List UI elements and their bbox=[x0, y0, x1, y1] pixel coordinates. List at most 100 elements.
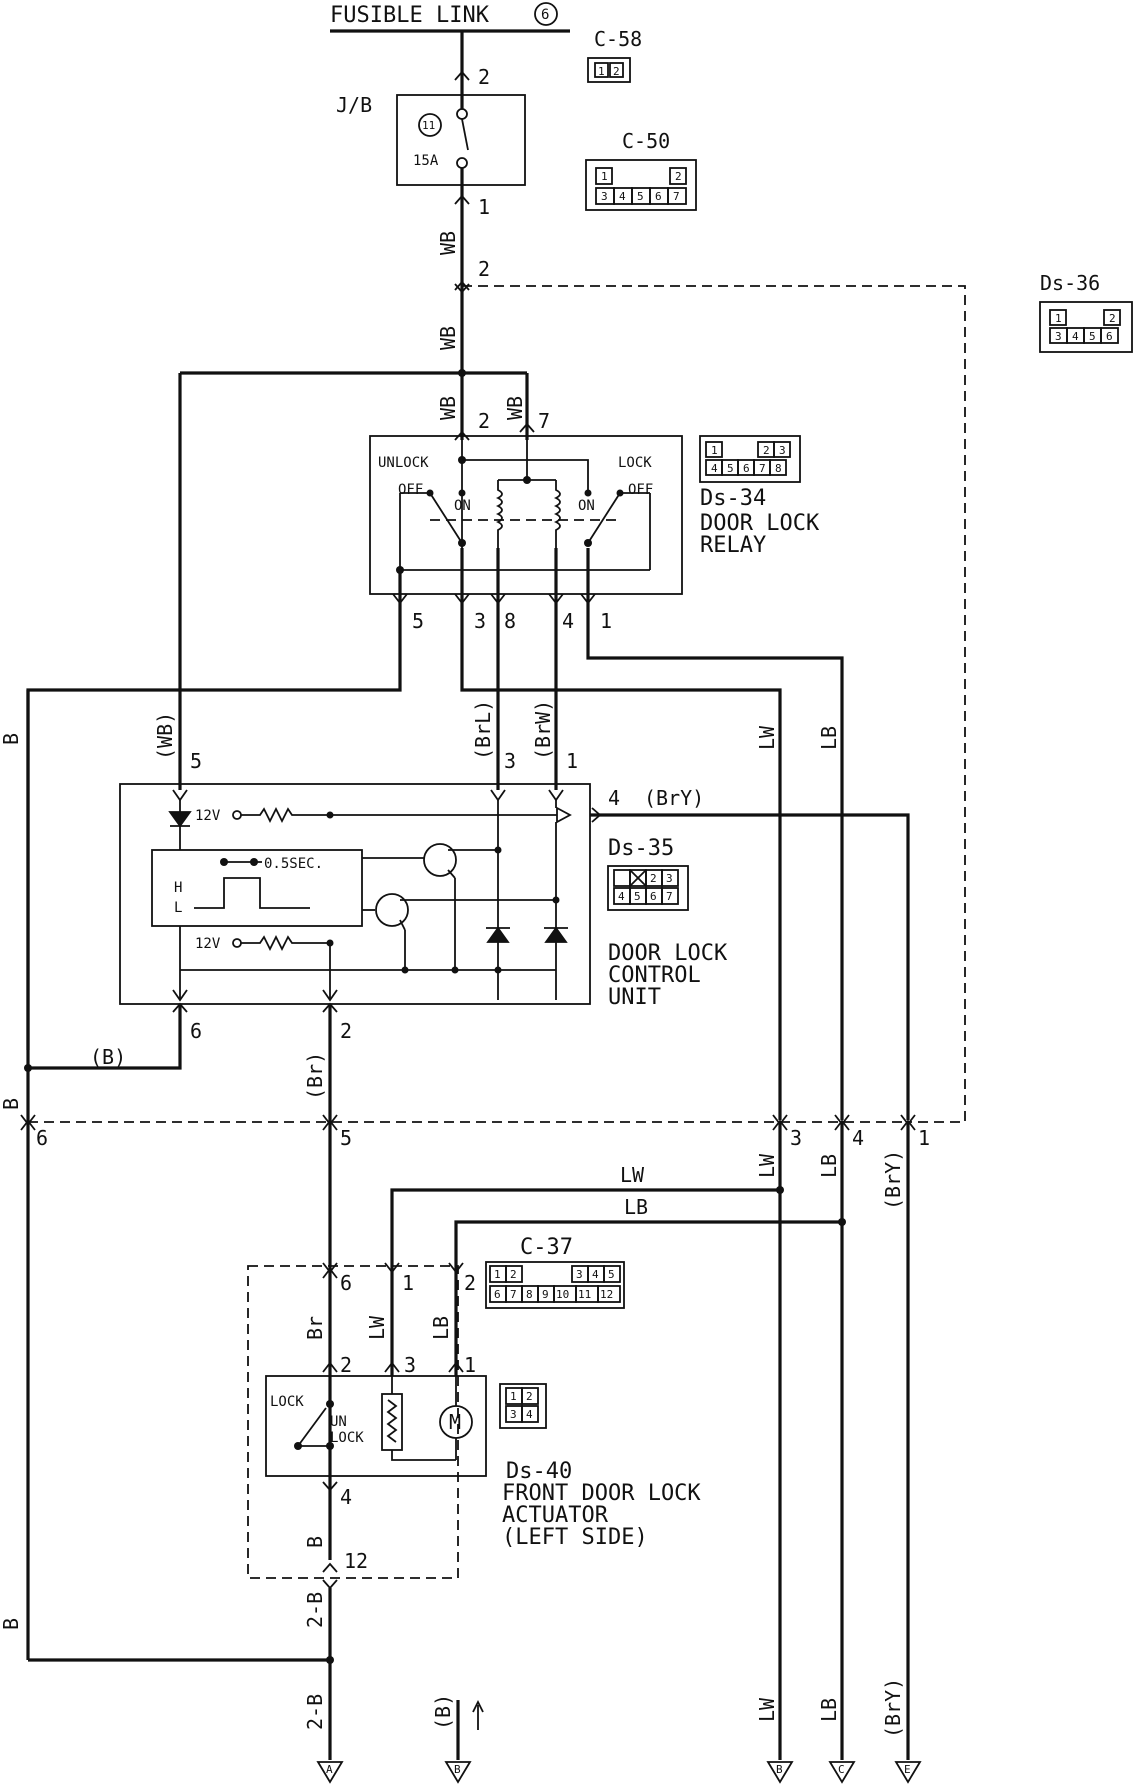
pin-label: 8 bbox=[504, 609, 516, 633]
pin-label: 6 bbox=[36, 1126, 48, 1150]
actuator-unlock-label-1: UN bbox=[330, 1414, 347, 1430]
fuse-rating: 15A bbox=[413, 153, 439, 169]
connector-c37: 1 2 3 4 5 6 7 8 9 10 11 12 bbox=[485, 1261, 625, 1309]
pin-number: 11 bbox=[578, 1288, 591, 1301]
pin-label: 7 bbox=[538, 409, 550, 433]
terminal-b-right: B bbox=[766, 1761, 794, 1784]
wire-color-label: (WB) bbox=[153, 712, 177, 760]
wire-color-label: B bbox=[0, 1618, 23, 1630]
pin-number: 5 bbox=[637, 190, 644, 203]
pin-label: 1 bbox=[566, 749, 578, 773]
pin-number: 1 bbox=[711, 444, 718, 457]
wire-color-label: LW bbox=[620, 1163, 645, 1187]
actuator-unlock-label-2: LOCK bbox=[330, 1430, 364, 1446]
pin-number: 5 bbox=[634, 890, 641, 903]
wire-color-label: WB bbox=[436, 231, 460, 255]
pin-label: 2 bbox=[478, 409, 490, 433]
wire-color-label: LW bbox=[755, 725, 779, 750]
pin-label: 4 bbox=[340, 1485, 352, 1509]
pin-number: 2 bbox=[1109, 312, 1116, 325]
wire-color-label: 2-B bbox=[303, 1592, 327, 1628]
junction-block: J/B 11 15A bbox=[336, 93, 526, 186]
wire-color-label: WB bbox=[436, 326, 460, 350]
pin-number: 12 bbox=[600, 1288, 613, 1301]
pin-label: 6 bbox=[340, 1271, 352, 1295]
pin-number: 2 bbox=[510, 1268, 517, 1281]
junction-dot bbox=[458, 369, 466, 377]
connector-ds36: Ds-36 1 2 3 4 5 6 bbox=[1039, 271, 1133, 353]
pin-label: 4 bbox=[608, 786, 620, 810]
wire-color-label: LB bbox=[429, 1316, 453, 1340]
pin-number: 6 bbox=[743, 462, 750, 475]
wire-color-label: B bbox=[0, 733, 23, 745]
wire-color-label: LW bbox=[755, 1697, 779, 1722]
pin-number: 4 bbox=[619, 190, 626, 203]
terminal-a: A bbox=[316, 1761, 344, 1784]
motor-icon: M bbox=[449, 1410, 461, 1434]
wire-color-label: B bbox=[0, 1098, 23, 1110]
pin-label: 1 bbox=[402, 1271, 414, 1295]
relay-name-line2: RELAY bbox=[700, 533, 766, 558]
actuator-lock-label: LOCK bbox=[270, 1394, 304, 1410]
pin-number: 5 bbox=[727, 462, 734, 475]
pin-label: 4 bbox=[562, 609, 574, 633]
pin-label: 2 bbox=[340, 1019, 352, 1043]
pin-number: 7 bbox=[510, 1288, 517, 1301]
c37-pins bbox=[322, 1262, 464, 1279]
fusible-link-number: 6 bbox=[541, 7, 549, 23]
pin-number: 6 bbox=[650, 890, 657, 903]
pin-number: 2 bbox=[613, 65, 620, 78]
connector-arrows-top bbox=[454, 70, 535, 441]
pin-number: 6 bbox=[1106, 330, 1113, 343]
pin-label: 1 bbox=[918, 1126, 930, 1150]
pin-number: 4 bbox=[1072, 330, 1079, 343]
connector-label: Ds-34 bbox=[700, 486, 766, 511]
pin-number: 2 bbox=[526, 1390, 533, 1403]
connector-label: Ds-40 bbox=[506, 1459, 572, 1484]
wire-color-label: LB bbox=[817, 1698, 841, 1722]
relay-unlock-label: UNLOCK bbox=[378, 455, 429, 471]
pin-label: 6 bbox=[190, 1019, 202, 1043]
pin-label: 3 bbox=[504, 749, 516, 773]
wire-color-label: (Br) bbox=[303, 1052, 327, 1100]
actuator-name-line1: FRONT DOOR LOCK bbox=[502, 1481, 701, 1506]
control-unit-name-line2: CONTROL bbox=[608, 963, 701, 988]
pin-number: 7 bbox=[673, 190, 680, 203]
pin-number: 1 bbox=[1055, 312, 1062, 325]
wire-color-label: WB bbox=[503, 396, 527, 420]
pin-label: 2 bbox=[340, 1353, 352, 1377]
wire-color-label: 2-B bbox=[303, 1694, 327, 1730]
pin-number: 4 bbox=[526, 1408, 533, 1421]
pin-number: 4 bbox=[711, 462, 718, 475]
signal-high-label: H bbox=[174, 880, 182, 896]
wire-color-label: B bbox=[303, 1536, 327, 1548]
pin-number: 5 bbox=[608, 1268, 615, 1281]
pin-number: 10 bbox=[556, 1288, 569, 1301]
wire-color-label: LB bbox=[817, 726, 841, 750]
pin-number: 2 bbox=[650, 872, 657, 885]
actuator-name-line3: (LEFT SIDE) bbox=[502, 1525, 648, 1550]
terminal-letter: B bbox=[454, 1763, 461, 1776]
pin-number: 6 bbox=[494, 1288, 501, 1301]
terminal-e: E bbox=[894, 1761, 922, 1784]
pin-number: 4 bbox=[592, 1268, 599, 1281]
relay-off-label: OFF bbox=[628, 482, 653, 498]
pin-number: 3 bbox=[510, 1408, 517, 1421]
pin-label: 2 bbox=[478, 65, 490, 89]
connector-ds40: 1 2 3 4 bbox=[499, 1383, 547, 1429]
pin-number: 8 bbox=[775, 462, 782, 475]
voltage-label: 12V bbox=[195, 808, 221, 824]
terminal-letter: E bbox=[904, 1763, 911, 1776]
pin-label: 5 bbox=[412, 609, 424, 633]
connector-label: C-58 bbox=[594, 27, 642, 51]
pin-label: 3 bbox=[474, 609, 486, 633]
relay-bottom-pins bbox=[392, 548, 596, 605]
connector-label: Ds-35 bbox=[608, 836, 674, 861]
wire-color-label: LW bbox=[365, 1315, 389, 1340]
wire-color-label: Br bbox=[303, 1316, 327, 1340]
actuator-pins bbox=[322, 1361, 464, 1492]
junction-block-label: J/B bbox=[336, 93, 372, 117]
connector-label: C-50 bbox=[622, 129, 670, 153]
pin-label: 1 bbox=[600, 609, 612, 633]
